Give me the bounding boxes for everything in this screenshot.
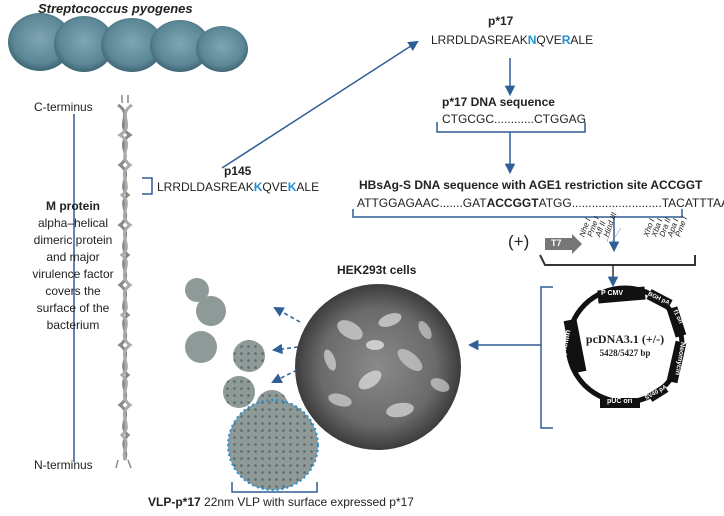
dna-seq-bracket [436,122,586,133]
arrow-p145-to-p17 [221,40,419,169]
plasmid-bracket [540,286,553,429]
organism-label: Streptococcus pyogenes [38,1,193,16]
seq-part: QVE [536,33,562,47]
m-protein-description: M protein alpha–helical dimeric protein … [6,198,140,334]
hbsag-label: HBsAg-S DNA sequence with AGE1 restricti… [359,178,703,192]
seq-part: LRRDLDASREAK [431,33,528,47]
seq-highlight: R [561,33,571,47]
t7-label: T7 [551,238,562,248]
m-protein-title: M protein [46,199,100,213]
m-protein-line: alpha–helical [37,216,109,230]
m-protein-line: surface of the [36,301,110,315]
seq-part: QVE [262,180,288,194]
p17-label: p*17 [488,14,514,28]
seq-part: ALE [570,33,594,47]
m-protein-line: dimeric protein [33,233,113,247]
seq-part: ATGG...........................TACATTTAA [538,196,724,210]
seq-highlight: K [253,180,263,194]
vlp-description: 22nm VLP with surface expressed p*17 [200,495,414,509]
plasmid-map [563,285,687,408]
p145-label: p145 [224,164,252,178]
hbsag-sequence: ATTGGAGAAC.......GATACCGGTATGG..........… [357,196,724,210]
vlp-particles [185,278,319,491]
orientation-sign: (+) [508,232,530,251]
seq-part: LRRDLDASREAK [157,180,254,194]
p17-dna-sequence: CTGCGC............CTGGAG [442,112,587,126]
plasmid-size: 5428/5427 bp [599,348,651,358]
hek293t-cell-micrograph [295,284,461,450]
n-terminus-label: N-terminus [34,458,93,472]
plasmid-feature: P CMV [601,290,624,297]
vlp-release-arrows [271,306,301,383]
c-terminus-label: C-terminus [34,100,93,114]
plasmid-name: pcDNA3.1 (+/-) [585,332,665,346]
m-protein-line: bacterium [46,318,100,332]
plasmid-feature: pUC ori [607,398,633,405]
promoter-map [539,225,696,288]
p145-bracket [142,177,153,195]
p17-sequence: LRRDLDASREAKNQVERALE [431,33,593,47]
m-protein-line: virulence factor [32,267,114,281]
streptococcus-chain-image [8,13,248,72]
seq-part: ATTGGAGAAC.......GAT [357,196,487,210]
m-protein-line: covers the [45,284,101,298]
p17-dna-label: p*17 DNA sequence [442,95,555,109]
m-protein-line: and major [46,250,100,264]
p145-sequence: LRRDLDASREAKKQVEKALE [157,180,319,194]
hbsag-bracket [352,209,683,218]
vlp-label: VLP-p*17 [148,495,201,509]
cells-label: HEK293t cells [337,263,417,277]
vlp-bracket [231,482,318,493]
seq-highlight: K [287,180,297,194]
age1-site: ACCGGT [486,196,539,210]
vlp-caption: VLP-p*17 22nm VLP with surface expressed… [148,495,414,509]
seq-part: ALE [296,180,320,194]
seq-highlight: N [527,33,537,47]
m-protein-fiber-image [115,95,133,469]
